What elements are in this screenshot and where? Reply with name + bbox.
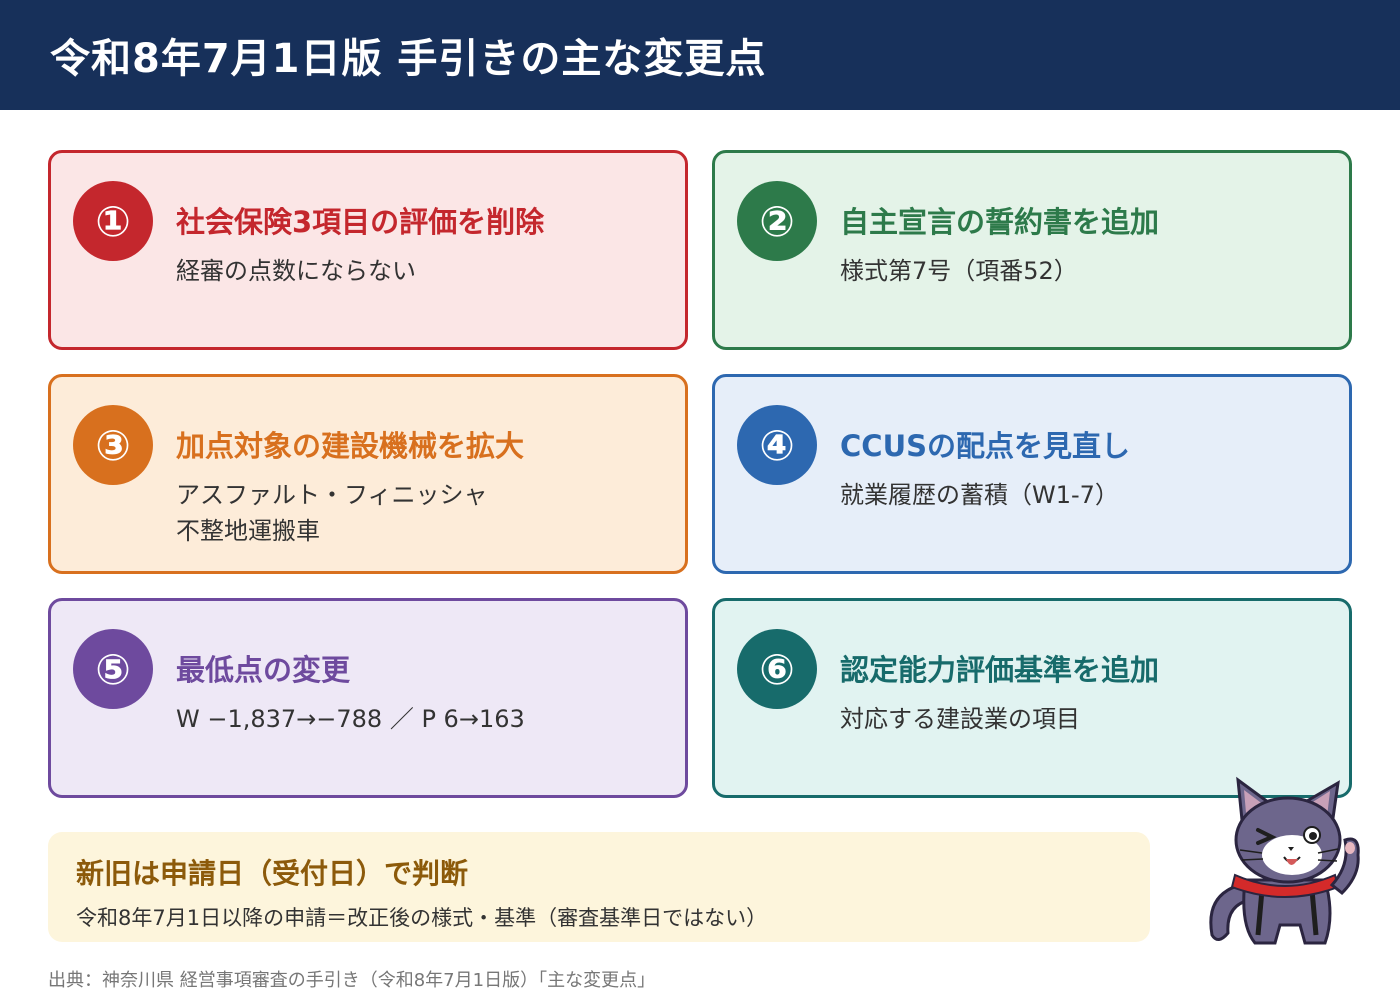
card-description-line: 様式第7号（項番52） [840,257,1078,285]
card-description: 対応する建設業の項目 [840,701,1080,737]
card-description-line: W −1,837→−788 ／ P 6→163 [176,705,525,733]
change-card-1: ① 社会保険3項目の評価を削除 経審の点数にならない [48,150,688,350]
card-title: CCUSの配点を見直し [840,429,1131,463]
note-text: 令和8年7月1日以降の申請＝改正後の様式・基準（審査基準日ではない） [76,906,768,930]
change-card-4: ④ CCUSの配点を見直し 就業履歴の蓄積（W1-7） [712,374,1352,574]
change-card-3: ③ 加点対象の建設機械を拡大 アスファルト・フィニッシャ 不整地運搬車 [48,374,688,574]
cat-mascot-icon [1209,776,1360,945]
card-description-line: 対応する建設業の項目 [840,705,1080,733]
card-description-line: アスファルト・フィニッシャ [176,481,488,509]
judgment-note-box: 新旧は申請日（受付日）で判断 令和8年7月1日以降の申請＝改正後の様式・基準（審… [48,832,1150,942]
card-description: 様式第7号（項番52） [840,253,1078,289]
card-title: 加点対象の建設機械を拡大 [176,429,525,463]
card-number-badge: ⑥ [737,629,817,709]
note-title: 新旧は申請日（受付日）で判断 [76,857,469,890]
page-title: 令和8年7月1日版 手引きの主な変更点 [50,36,767,82]
change-card-6: ⑥ 認定能力評価基準を追加 対応する建設業の項目 [712,598,1352,798]
card-description: 経審の点数にならない [176,253,416,289]
card-title: 社会保険3項目の評価を削除 [176,205,545,239]
card-description-line: 経審の点数にならない [176,257,416,285]
change-card-5: ⑤ 最低点の変更 W −1,837→−788 ／ P 6→163 [48,598,688,798]
card-number-badge: ④ [737,405,817,485]
source-citation: 出典：神奈川県 経営事項審査の手引き（令和8年7月1日版）「主な変更点」 [48,970,656,991]
card-title: 認定能力評価基準を追加 [840,653,1160,687]
page-header: 令和8年7月1日版 手引きの主な変更点 [0,0,1400,110]
card-description: アスファルト・フィニッシャ 不整地運搬車 [176,477,488,549]
card-title: 自主宣言の誓約書を追加 [840,205,1160,239]
card-title: 最低点の変更 [176,653,351,687]
card-description-line: 就業履歴の蓄積（W1-7） [840,481,1119,509]
card-description: W −1,837→−788 ／ P 6→163 [176,701,525,737]
card-description-line: 不整地運搬車 [176,517,320,545]
card-description: 就業履歴の蓄積（W1-7） [840,477,1119,513]
card-number-badge: ② [737,181,817,261]
card-number-badge: ① [73,181,153,261]
card-number-badge: ⑤ [73,629,153,709]
change-card-2: ② 自主宣言の誓約書を追加 様式第7号（項番52） [712,150,1352,350]
card-number-badge: ③ [73,405,153,485]
